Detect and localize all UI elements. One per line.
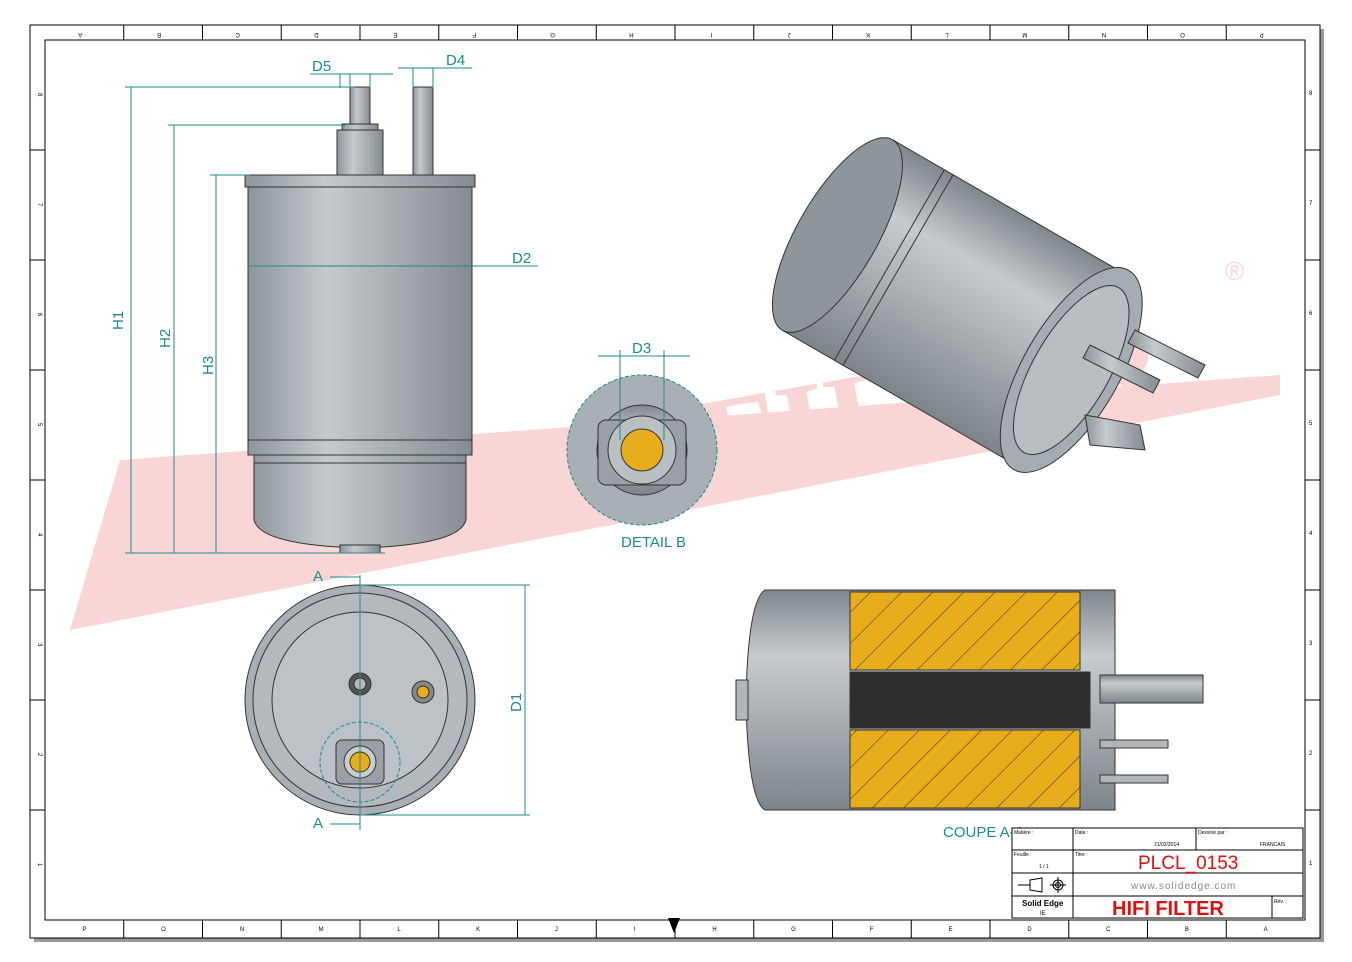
watermark-registered: ®: [1225, 256, 1244, 286]
zone-row-right: 8: [1309, 91, 1313, 97]
zone-col-bottom: N: [240, 927, 244, 933]
zone-row-right: 1: [1309, 861, 1313, 867]
dim-d3: D3: [632, 340, 651, 357]
zone-col-bottom: C: [1106, 927, 1111, 933]
zone-col-top: I: [710, 31, 712, 37]
section-label: COUPE A-A: [943, 824, 1025, 841]
zone-col-bottom: B: [1185, 927, 1189, 933]
zone-col-bottom: F: [870, 927, 874, 933]
drawing-title: PLCL_0153: [1138, 853, 1238, 874]
dim-d5: D5: [312, 58, 331, 75]
zone-row-left: 7: [36, 203, 42, 207]
zone-col-top: H: [629, 31, 633, 37]
zone-col-top: D: [314, 31, 319, 37]
dim-h1: H1: [110, 311, 127, 330]
projection-symbol-icon: [1018, 877, 1066, 893]
zone-row-left: 6: [36, 313, 42, 317]
dim-h2: H2: [157, 329, 174, 348]
zone-row-right: 4: [1309, 531, 1313, 537]
center-mark-icon: [668, 918, 680, 933]
detail-b-view: D3 DETAIL B: [566, 340, 718, 551]
zone-col-bottom: I: [634, 927, 636, 933]
zone-col-bottom: M: [319, 927, 324, 933]
zone-col-top: C: [235, 31, 240, 37]
section-mark-top: A: [313, 568, 323, 585]
zone-col-top: G: [550, 31, 555, 37]
website-text: www.solidedge.com: [1130, 881, 1236, 892]
matiere-label: Matière :: [1014, 830, 1033, 836]
section-view: COUPE A-A: [735, 589, 1204, 841]
dim-d1: D1: [508, 693, 525, 712]
dim-d2: D2: [512, 250, 531, 267]
title-block: Matière : Date : 21/02/2014 Dessiné par …: [1011, 827, 1304, 920]
zone-row-left: 8: [36, 93, 42, 97]
isometric-view: [771, 137, 1206, 473]
dessine-value: FRANCAIS: [1260, 842, 1286, 848]
zone-col-bottom: H: [712, 927, 716, 933]
date-value: 21/02/2014: [1154, 842, 1179, 848]
zone-row-right: 7: [1309, 201, 1313, 207]
zone-col-top: J: [788, 31, 791, 37]
zone-row-left: 5: [36, 423, 42, 427]
bottom-view-dimensions: A A D1: [313, 568, 530, 832]
software-sub: IE: [1040, 911, 1046, 917]
zone-col-top: M: [1022, 31, 1027, 37]
zone-markers: P A O B N C M D L E K F J G I H H I G J F K E L D M C N B O A P 8 8 7 7 6 6 5 5…: [30, 25, 1320, 938]
front-view-dimensions: H1 H2 H3 D2 D5 D4: [110, 52, 538, 554]
zone-col-bottom: G: [791, 927, 796, 933]
zone-col-top: A: [78, 31, 82, 37]
feuille-value: 1 / 1: [1039, 864, 1049, 870]
company-name: HIFI FILTER: [1112, 898, 1224, 920]
date-label: Date :: [1075, 830, 1088, 836]
zone-col-bottom: D: [1027, 927, 1032, 933]
zone-col-top: O: [1180, 31, 1185, 37]
zone-col-top: L: [945, 31, 949, 37]
zone-col-bottom: K: [476, 927, 480, 933]
detail-b-label: DETAIL B: [621, 534, 686, 551]
zone-col-bottom: J: [555, 927, 558, 933]
zone-col-top: E: [393, 31, 397, 37]
dessine-label: Dessiné par :: [1198, 830, 1227, 836]
zone-col-top: N: [1102, 31, 1106, 37]
dim-d4: D4: [446, 52, 465, 69]
section-mark-bottom: A: [313, 815, 323, 832]
titre-label: Titre :: [1075, 852, 1088, 858]
zone-col-bottom: E: [949, 927, 953, 933]
zone-row-left: 1: [36, 863, 42, 867]
zone-col-top: K: [866, 31, 870, 37]
zone-col-bottom: O: [161, 927, 166, 933]
zone-col-bottom: L: [397, 927, 401, 933]
zone-col-top: P: [1260, 31, 1264, 37]
software-name: Solid Edge: [1022, 899, 1064, 908]
zone-row-left: 2: [36, 753, 42, 757]
zone-col-top: B: [157, 31, 161, 37]
zone-col-bottom: A: [1264, 927, 1268, 933]
zone-row-right: 5: [1309, 421, 1313, 427]
feuille-label: Feuille :: [1014, 852, 1032, 858]
zone-col-bottom: P: [82, 927, 86, 933]
rev-label: Rév. :: [1274, 899, 1287, 905]
zone-row-left: 3: [36, 643, 42, 647]
front-view: [244, 86, 476, 554]
zone-row-right: 6: [1309, 311, 1313, 317]
dim-h3: H3: [200, 356, 217, 375]
zone-row-right: 3: [1309, 641, 1313, 647]
zone-row-left: 4: [36, 533, 42, 537]
zone-col-top: F: [472, 31, 476, 37]
zone-row-right: 2: [1309, 751, 1313, 757]
